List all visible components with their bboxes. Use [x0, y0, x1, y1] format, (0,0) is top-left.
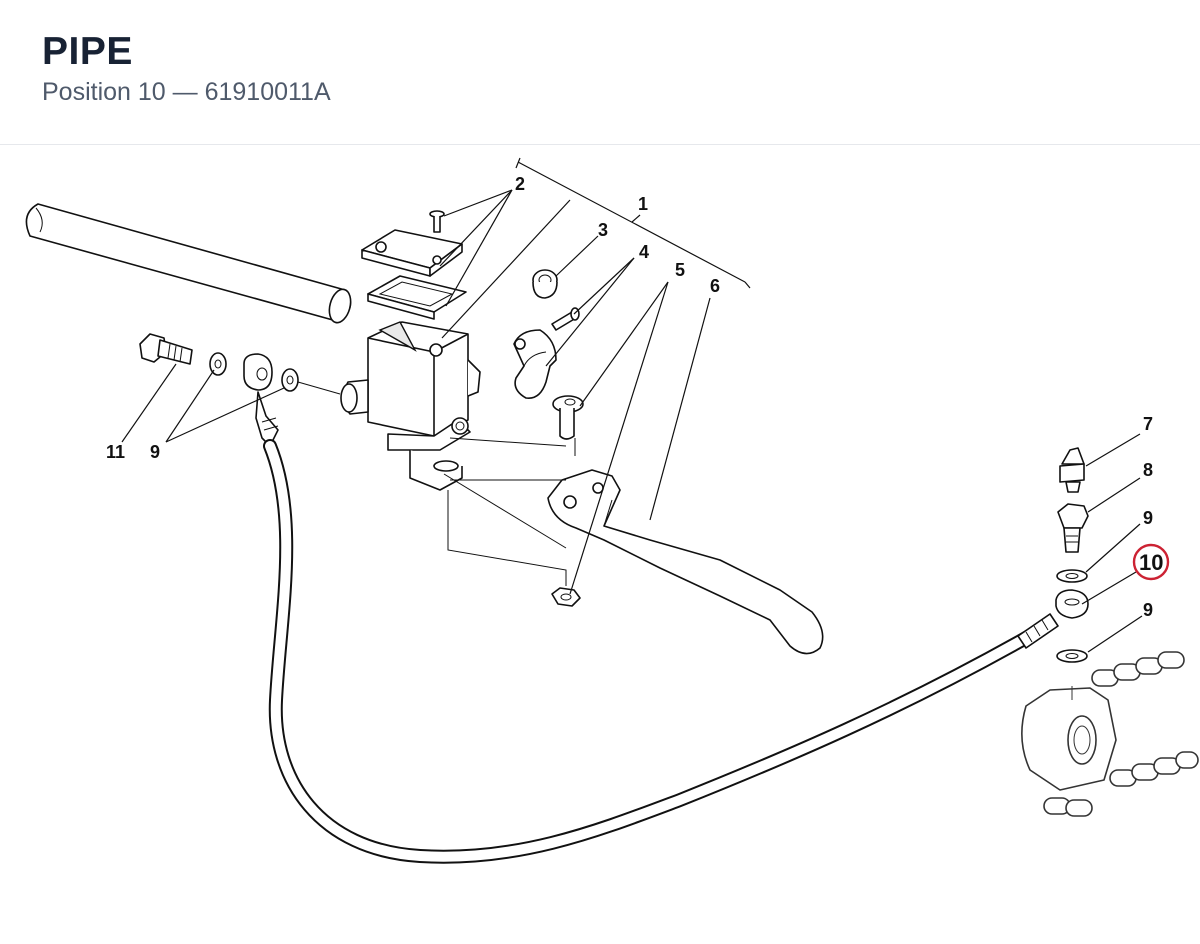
- callout-8[interactable]: 8: [1143, 460, 1153, 480]
- leader-lines: [121, 189, 1143, 653]
- callout-1[interactable]: 1: [638, 194, 648, 214]
- assembly-guide-lines: [443, 437, 576, 586]
- callout-2[interactable]: 2: [515, 174, 525, 194]
- pipe-banjo-fitting: [1055, 589, 1089, 619]
- banjo-bolt-caliper: [1057, 503, 1089, 553]
- handlebar-clamp: [513, 329, 557, 399]
- pivot-pin: [552, 395, 584, 440]
- highlight-ring: [1132, 543, 1170, 581]
- callout-3[interactable]: 3: [598, 220, 608, 240]
- brake-hose: [255, 391, 1059, 864]
- page-subtitle: Position 10 — 61910011A: [42, 78, 331, 106]
- exploded-parts-diagram: 1 2 3 4 5 6 7 8 9 10 9 11 9: [25, 157, 1199, 864]
- reservoir-cap: [532, 269, 558, 299]
- callout-7[interactable]: 7: [1143, 414, 1153, 434]
- reservoir-cover: [361, 229, 463, 277]
- callout-11[interactable]: 11: [106, 442, 125, 462]
- chain-links: [1043, 651, 1199, 817]
- callout-9-lower-right[interactable]: 9: [1143, 600, 1153, 620]
- callout-9-left[interactable]: 9: [150, 442, 160, 462]
- cover-screw: [429, 210, 445, 233]
- banjo-washer-right: [281, 368, 299, 392]
- callout-9-upper-right[interactable]: 9: [1143, 508, 1153, 528]
- callout-6[interactable]: 6: [710, 276, 720, 296]
- caliper-and-chain: [1021, 651, 1199, 817]
- caliper-washer-lower: [1056, 649, 1088, 663]
- handlebar-tube: [25, 203, 352, 324]
- callout-5[interactable]: 5: [675, 260, 685, 280]
- group-bracket: [515, 157, 751, 289]
- clamp-screw: [551, 307, 580, 331]
- caliper-washer-upper: [1056, 569, 1088, 583]
- bleed-nipple: [1059, 447, 1085, 493]
- banjo-fitting-upper: [243, 353, 341, 395]
- banjo-washer-left: [209, 352, 227, 376]
- brake-lever: [547, 469, 824, 655]
- master-cylinder-body: [340, 321, 481, 491]
- callout-10[interactable]: 10: [1139, 550, 1163, 575]
- reservoir-gasket: [367, 275, 467, 320]
- pivot-nut: [551, 587, 581, 607]
- page-title: PIPE: [42, 30, 133, 73]
- callout-4[interactable]: 4: [639, 242, 649, 262]
- banjo-bolt: [139, 333, 193, 365]
- header: PIPE Position 10 — 61910011A: [0, 0, 1200, 145]
